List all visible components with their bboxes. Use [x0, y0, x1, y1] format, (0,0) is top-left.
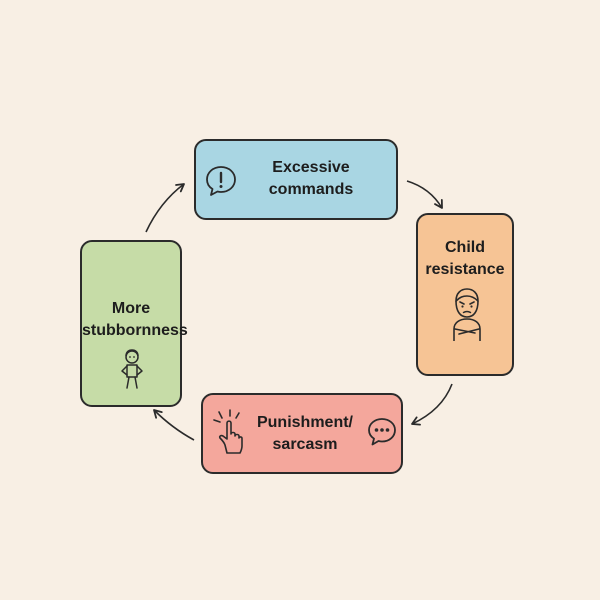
node-label: Child resistance [418, 237, 512, 281]
node-label-line: Child [445, 239, 485, 256]
node-label-line: commands [268, 181, 354, 198]
angry-child-arms-crossed-icon [453, 288, 481, 341]
standing-child-icon [121, 349, 143, 389]
speech-bubble-ellipsis-icon [368, 418, 396, 446]
node-label-line: Punishment/ [256, 414, 353, 431]
arrow-punishment-to-stubbornness [153, 409, 195, 441]
node-label: Excessive commands [236, 157, 386, 201]
node-label-line: resistance [425, 261, 505, 278]
arrow-commands-to-resistance [406, 180, 443, 209]
node-punishment-sarcasm: Punishment/ sarcasm [201, 393, 403, 474]
node-child-resistance: Child resistance [416, 213, 514, 376]
arrow-stubbornness-to-commands [145, 183, 185, 233]
node-label-line: Excessive [272, 159, 350, 176]
node-excessive-commands: Excessive commands [194, 139, 398, 220]
node-label-line: sarcasm [272, 436, 338, 453]
node-more-stubbornness: More stubbornness [80, 240, 188, 407]
node-label: Punishment/ sarcasm [245, 412, 365, 456]
node-label-line: stubbornness [82, 322, 188, 339]
node-label-line: More [111, 300, 151, 317]
arrow-resistance-to-punishment [411, 383, 453, 426]
speech-bubble-exclamation-icon [206, 166, 236, 196]
pointing-hand-icon [213, 409, 243, 454]
node-label: More stubbornness [82, 298, 188, 342]
